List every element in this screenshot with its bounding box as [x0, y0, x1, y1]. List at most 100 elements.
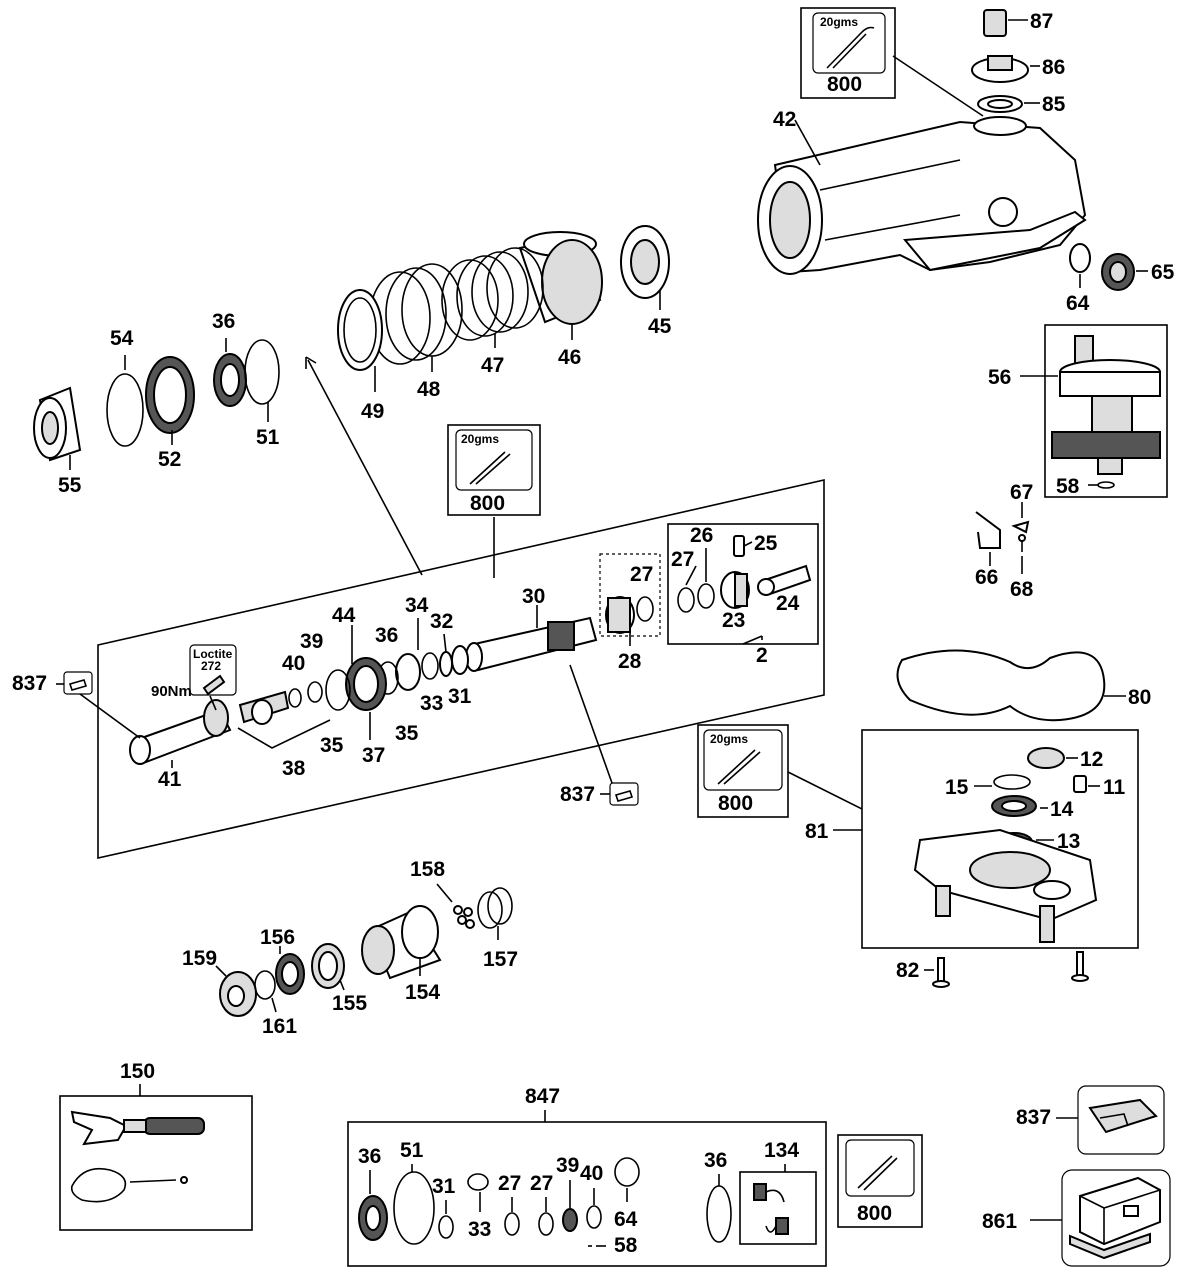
svg-text:39: 39: [300, 630, 323, 653]
part-81-box: 81 12 15 11 14 13: [805, 729, 1139, 949]
part-56-box: 56 58: [988, 324, 1168, 498]
part-35-36-37-44: 44 36 37 35 35: [320, 604, 419, 767]
svg-text:35: 35: [395, 722, 419, 745]
part-38-39-40: 39 40 38: [237, 630, 331, 780]
svg-text:90Nm: 90Nm: [151, 683, 192, 700]
part-48-spring: 48: [369, 263, 463, 401]
svg-text:800: 800: [857, 1202, 892, 1225]
svg-text:85: 85: [1042, 93, 1066, 116]
svg-text:58: 58: [1056, 475, 1080, 498]
svg-text:48: 48: [417, 378, 441, 401]
svg-text:861: 861: [982, 1210, 1017, 1233]
part-67: 67: [1010, 481, 1033, 534]
part-54: 54: [106, 327, 144, 447]
svg-text:800: 800: [718, 792, 753, 815]
svg-text:37: 37: [362, 744, 385, 767]
svg-text:11: 11: [1103, 776, 1126, 799]
svg-text:42: 42: [773, 108, 796, 131]
svg-text:27: 27: [630, 563, 653, 586]
svg-text:38: 38: [282, 757, 306, 780]
part-159: 159: [182, 947, 257, 1017]
part-41-tool-holder: 41: [129, 699, 232, 791]
svg-text:134: 134: [764, 1139, 799, 1162]
svg-text:154: 154: [405, 981, 440, 1004]
part-837-tag-large: 837: [1016, 1085, 1165, 1155]
svg-text:49: 49: [361, 400, 384, 423]
part-861-toolbox: 861: [982, 1169, 1171, 1267]
part-52: 52: [145, 356, 195, 471]
grease-gun-icon: [826, 26, 875, 69]
svg-text:28: 28: [618, 650, 642, 673]
part-65: 65: [1101, 253, 1175, 291]
svg-text:23: 23: [722, 609, 745, 632]
svg-text:40: 40: [282, 652, 305, 675]
svg-text:159: 159: [182, 947, 217, 970]
svg-text:27: 27: [498, 1172, 521, 1195]
svg-text:24: 24: [776, 592, 800, 615]
grease-box-top: 20gms 800: [800, 7, 896, 99]
svg-text:55: 55: [58, 474, 82, 497]
svg-text:Loctite: Loctite: [193, 647, 233, 661]
svg-text:25: 25: [754, 532, 778, 555]
svg-text:35: 35: [320, 734, 344, 757]
part-837-tag-left: 837: [12, 671, 141, 739]
part-31-32: 32 34 31 33: [405, 594, 472, 715]
service-tag-icon: [1088, 1098, 1158, 1134]
svg-text:36: 36: [375, 624, 398, 647]
svg-text:67: 67: [1010, 481, 1033, 504]
svg-text:33: 33: [420, 692, 443, 715]
grease-gun-icon: [857, 1155, 898, 1191]
part-46: 46: [518, 231, 603, 369]
service-tag-icon: [614, 790, 634, 802]
svg-text:26: 26: [690, 524, 713, 547]
part-156: 156: [260, 926, 305, 995]
svg-text:86: 86: [1042, 56, 1065, 79]
svg-text:30: 30: [522, 585, 545, 608]
part-158-balls: 158: [410, 858, 475, 929]
svg-text:20gms: 20gms: [820, 15, 858, 29]
svg-text:161: 161: [262, 1015, 297, 1038]
part-154: 154: [361, 905, 442, 1004]
grease-gun-icon: [717, 749, 761, 785]
svg-text:56: 56: [988, 366, 1011, 389]
svg-text:58: 58: [614, 1234, 638, 1257]
part-87: 87: [983, 9, 1053, 37]
svg-text:31: 31: [448, 685, 472, 708]
part-150-box: 150: [59, 1060, 253, 1231]
svg-text:36: 36: [212, 310, 235, 333]
svg-text:155: 155: [332, 992, 367, 1015]
svg-text:158: 158: [410, 858, 445, 881]
svg-text:64: 64: [614, 1208, 638, 1231]
svg-text:51: 51: [400, 1139, 424, 1162]
svg-text:46: 46: [558, 346, 581, 369]
svg-text:847: 847: [525, 1085, 560, 1108]
part-55: 55: [33, 386, 82, 497]
svg-text:32: 32: [430, 610, 453, 633]
toolbox-icon: [1069, 1176, 1161, 1260]
svg-text:64: 64: [1066, 292, 1090, 315]
part-45: 45: [620, 225, 672, 338]
svg-text:34: 34: [405, 594, 429, 617]
svg-text:837: 837: [560, 783, 595, 806]
part-2-box: 2 26 25 27 23 24: [667, 523, 819, 667]
svg-text:45: 45: [648, 315, 672, 338]
part-42-gear-housing: 42: [757, 108, 1087, 275]
svg-text:31: 31: [432, 1175, 456, 1198]
part-47-spring: 47: [441, 247, 544, 377]
grease-gun-icon: [469, 451, 511, 485]
svg-text:33: 33: [468, 1218, 491, 1241]
part-80-gasket: 80: [896, 649, 1151, 722]
part-33-34: [395, 652, 439, 691]
grease-box-middle: 20gms 800: [447, 424, 541, 578]
part-82-screws: 82: [896, 951, 1089, 988]
svg-text:156: 156: [260, 926, 295, 949]
grease-box-bottom: 800: [837, 1134, 923, 1228]
loctite-callout: Loctite 272 90Nm: [151, 644, 237, 711]
svg-text:20gms: 20gms: [461, 432, 499, 446]
svg-text:65: 65: [1151, 261, 1175, 284]
svg-text:27: 27: [671, 548, 694, 571]
svg-text:150: 150: [120, 1060, 155, 1083]
svg-text:800: 800: [470, 492, 505, 515]
svg-text:27: 27: [530, 1172, 553, 1195]
